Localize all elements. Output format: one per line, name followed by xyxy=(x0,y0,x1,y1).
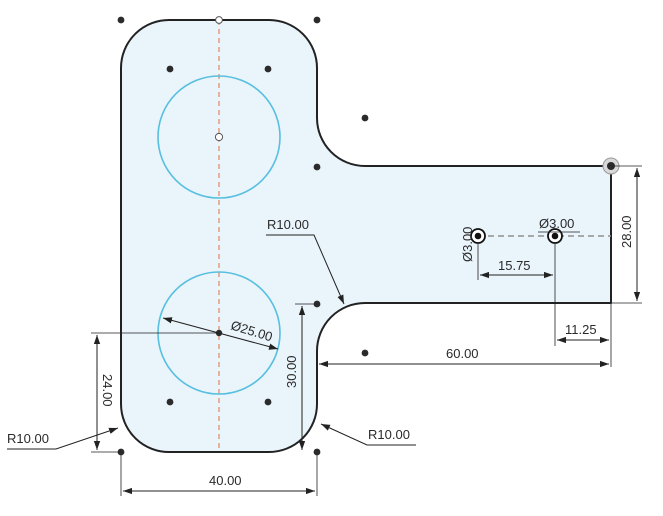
diameter-3-right-dimension[interactable]: Ø3.00 xyxy=(538,216,580,233)
sketch-profile[interactable] xyxy=(120,18,612,454)
dimension-label[interactable]: 40.00 xyxy=(209,473,242,488)
length-60-dimension[interactable]: 60.00 xyxy=(316,346,609,369)
dimension-label[interactable]: Ø3.00 xyxy=(460,227,475,262)
height-30-dimension[interactable]: 30.00 xyxy=(284,303,317,450)
dimension-label[interactable]: R10.00 xyxy=(267,217,309,232)
sketch-point[interactable] xyxy=(166,65,174,73)
dimension-label[interactable]: R10.00 xyxy=(7,431,49,446)
sketch-point[interactable] xyxy=(264,65,272,73)
length-11-25-dimension[interactable]: 11.25 xyxy=(557,303,612,367)
dimension-label[interactable]: 11.25 xyxy=(565,322,597,337)
dimension-label[interactable]: 60.00 xyxy=(446,346,479,361)
radius-left-dimension[interactable]: R10.00 xyxy=(7,427,119,450)
radius-top-dimension[interactable]: R10.00 xyxy=(266,217,345,305)
sketch-point[interactable] xyxy=(313,163,321,171)
dimension-label[interactable]: R10.00 xyxy=(368,427,410,442)
hollow-point[interactable] xyxy=(215,16,223,24)
radius-right-dimension[interactable]: R10.00 xyxy=(320,423,416,446)
dimension-label[interactable]: 30.00 xyxy=(284,355,299,388)
sketch-point[interactable] xyxy=(313,16,321,24)
diameter-3-left-dimension[interactable]: Ø3.00 xyxy=(460,227,475,262)
upper-large-circle[interactable] xyxy=(157,75,281,199)
left-small-hole[interactable] xyxy=(470,228,486,244)
sketch-point[interactable] xyxy=(264,398,272,406)
hollow-point[interactable] xyxy=(214,132,224,142)
length-15-75-dimension[interactable]: 15.75 xyxy=(477,244,556,346)
height-24-dimension[interactable]: 24.00 xyxy=(91,332,219,453)
sketch-point[interactable] xyxy=(313,448,321,456)
width-40-dimension[interactable]: 40.00 xyxy=(120,455,318,496)
dimension-label[interactable]: 15.75 xyxy=(498,258,531,273)
sketch-point[interactable] xyxy=(361,349,369,357)
sketch-point[interactable] xyxy=(166,398,174,406)
height-28-dimension[interactable]: 28.00 xyxy=(611,165,642,304)
sketch-point[interactable] xyxy=(361,114,369,122)
dimension-label[interactable]: 24.00 xyxy=(100,374,115,407)
right-small-hole[interactable] xyxy=(547,228,563,244)
dimension-label[interactable]: Ø3.00 xyxy=(539,216,574,231)
dimension-label[interactable]: 28.00 xyxy=(619,215,634,248)
sketch-point[interactable] xyxy=(117,16,125,24)
